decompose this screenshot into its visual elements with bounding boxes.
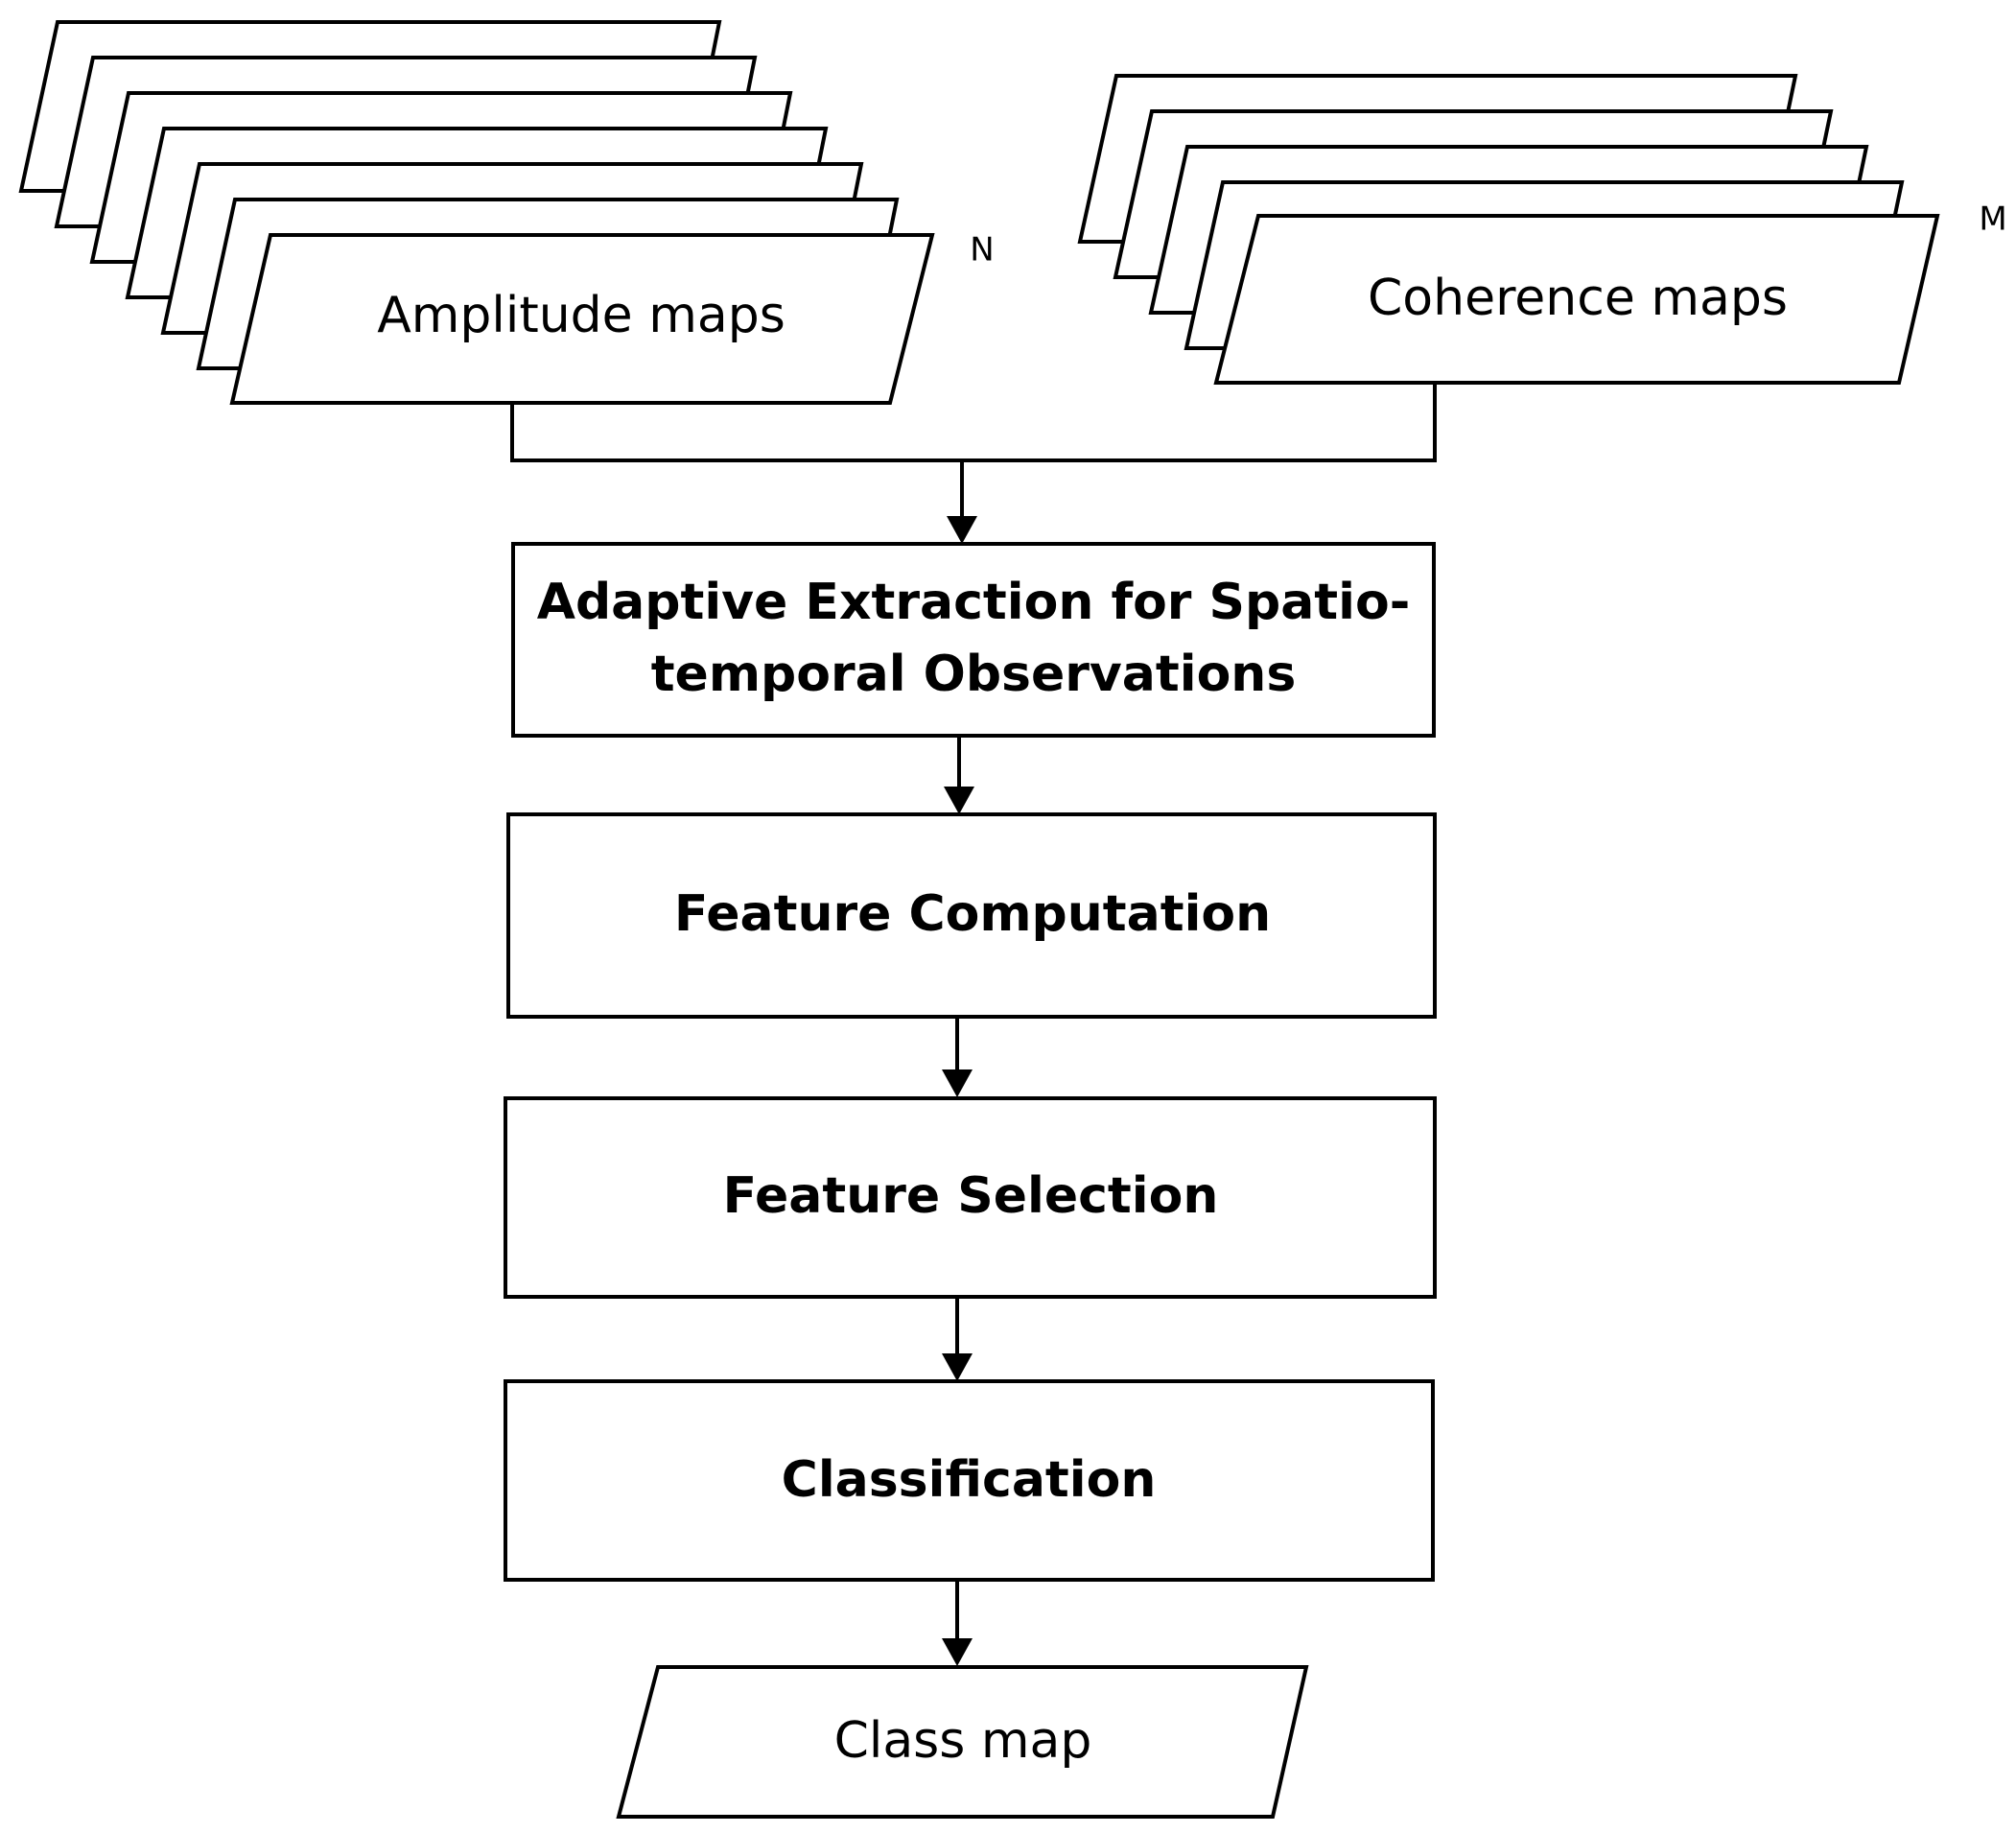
- class-map-output-label: Class map: [834, 1712, 1092, 1770]
- coherence-maps-stack: Coherence maps: [1077, 74, 1940, 385]
- feature-selection-label: Feature Selection: [723, 1167, 1219, 1225]
- amplitude-map-front-sheet: [229, 233, 935, 405]
- classification-label: Classification: [782, 1451, 1157, 1509]
- extraction-step-label-line1: Adaptive Extraction for Spatio-: [537, 574, 1411, 631]
- coherence-map-front-sheet: [1213, 214, 1940, 385]
- extraction-step-label-line2: temporal Observations: [651, 646, 1297, 703]
- amplitude-maps-stack: Amplitude maps: [18, 20, 935, 405]
- feature-computation-label: Feature Computation: [674, 885, 1271, 943]
- arrow-to-output-head: [942, 1638, 973, 1666]
- amplitude-count-label: N: [970, 231, 994, 270]
- merge-connector: [510, 383, 1437, 462]
- feature-selection-box: [504, 1096, 1437, 1299]
- arrow-to-selection-head: [942, 1069, 973, 1097]
- coherence-maps-label: Coherence maps: [1368, 270, 1788, 327]
- arrow-to-classification-head: [942, 1353, 973, 1381]
- classification-box: [504, 1379, 1435, 1582]
- class-map-output-shape: [616, 1665, 1309, 1819]
- feature-computation-box: [506, 812, 1437, 1019]
- arrow-to-features-head: [944, 787, 974, 814]
- amplitude-maps-label: Amplitude maps: [377, 287, 785, 344]
- coherence-count-label: M: [1979, 200, 2006, 239]
- arrow-to-extraction-head: [947, 516, 977, 544]
- extraction-step-box: [511, 542, 1436, 738]
